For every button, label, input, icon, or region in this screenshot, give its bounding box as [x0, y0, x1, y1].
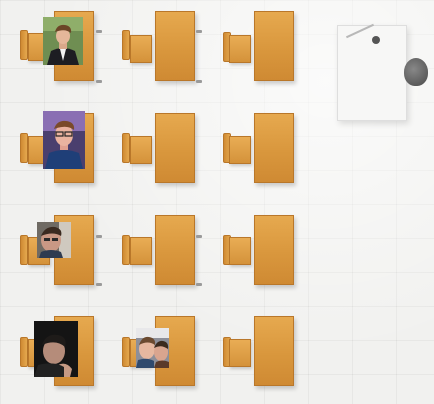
chair-seat [229, 35, 251, 63]
people-group-avatar-icon [136, 328, 169, 368]
participant-avatar-1[interactable] [43, 17, 83, 65]
desk-leg [96, 235, 102, 238]
chair-back [20, 30, 28, 60]
chair-back [122, 133, 130, 163]
desk-leg [196, 30, 202, 33]
chair-seat [229, 136, 251, 164]
student-desk [155, 11, 195, 81]
desk-leg [196, 80, 202, 83]
desk-leg [196, 283, 202, 286]
student-desk [254, 113, 294, 183]
student-desk [155, 113, 195, 183]
participant-avatar-2[interactable] [43, 111, 85, 169]
chair-back [122, 235, 130, 265]
person-suit-avatar-icon [43, 17, 83, 65]
person-selfie-avatar-icon [37, 222, 71, 258]
desk-leg [96, 30, 102, 33]
student-desk [254, 215, 294, 285]
student-desk [254, 11, 294, 81]
chair-back [122, 30, 130, 60]
teacher-chair [404, 58, 428, 86]
participant-avatar-3[interactable] [37, 222, 71, 258]
chair-seat [229, 339, 251, 367]
participant-avatar-5[interactable] [136, 328, 169, 368]
person-glasses-avatar-icon [43, 111, 85, 169]
desk-leg [96, 283, 102, 286]
desk-leg [96, 80, 102, 83]
chair-seat [229, 237, 251, 265]
student-desk [155, 215, 195, 285]
chair-back [122, 337, 130, 367]
chair-back [20, 337, 28, 367]
chair-seat [130, 237, 152, 265]
desk-leg [196, 235, 202, 238]
person-dark-avatar-icon [34, 321, 78, 377]
participant-avatar-4[interactable] [34, 321, 78, 377]
desk-lamp-icon [372, 36, 380, 44]
chair-seat [130, 136, 152, 164]
chair-back [20, 235, 28, 265]
chair-seat [130, 35, 152, 63]
student-desk [254, 316, 294, 386]
chair-back [20, 133, 28, 163]
